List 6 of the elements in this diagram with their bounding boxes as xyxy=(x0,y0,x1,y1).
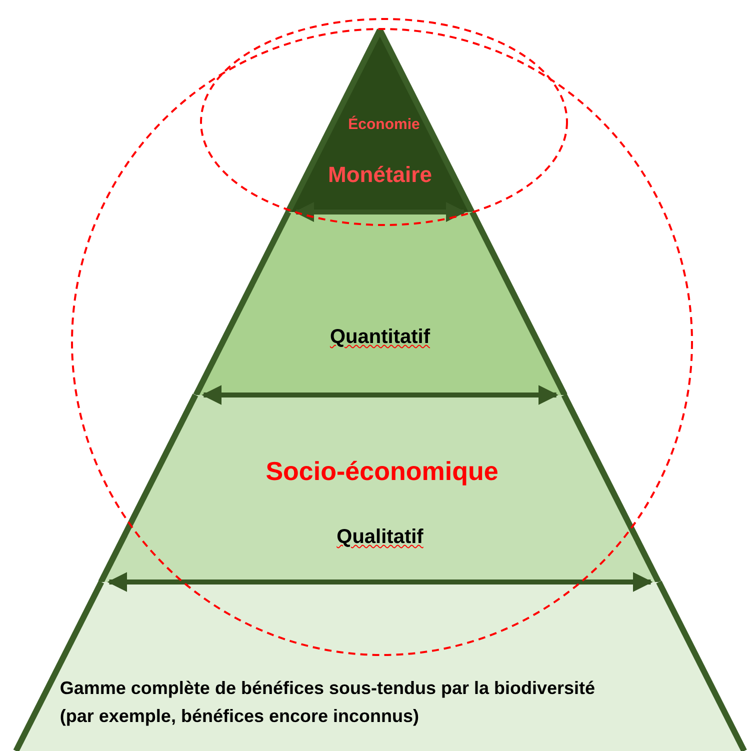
layer-label: Monétaire xyxy=(328,161,432,189)
layer-label: Qualitatif xyxy=(336,525,424,550)
layer-label: Quantitatif xyxy=(330,325,430,350)
region-label: Économie xyxy=(348,114,420,135)
region-label: Socio-économique xyxy=(266,455,498,488)
layer-label: Gamme complète de bénéfices sous-tendus par la biodiversité (par exemple, bénéfices encore inconnus) xyxy=(60,677,596,728)
